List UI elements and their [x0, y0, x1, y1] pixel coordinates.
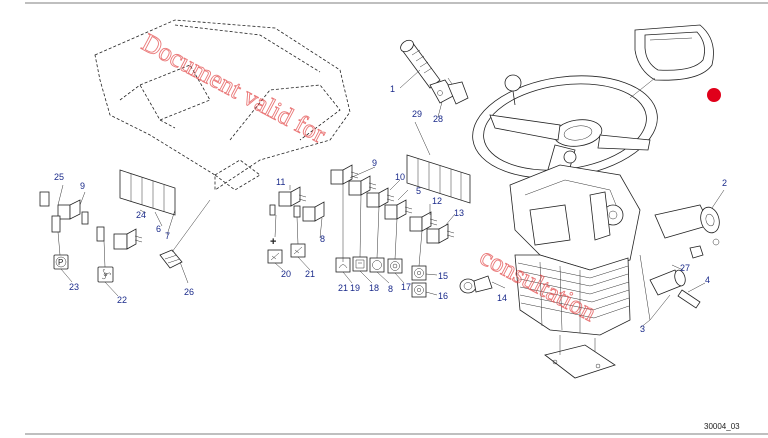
switch-panel-right	[406, 154, 471, 204]
steering-column	[509, 164, 641, 271]
callout-23: 23	[69, 282, 79, 292]
callout-8b: 8	[388, 284, 393, 294]
rocker-switches-left	[39, 191, 143, 250]
callout-9a: 9	[80, 181, 85, 191]
callout-12: 12	[432, 196, 442, 206]
callout-numbers: 1 2 3 4 5 6 7 8 8 9 9 10 11 12 13 14 15 …	[54, 84, 727, 334]
callout-21a: 21	[305, 269, 315, 279]
figure-reference: 30004_03	[704, 422, 740, 431]
watermark-line1: Document valid for	[137, 28, 331, 149]
callout-22: 22	[117, 295, 127, 305]
control-lever	[399, 39, 469, 118]
callout-16: 16	[438, 291, 448, 301]
callout-1: 1	[390, 84, 395, 94]
callout-7: 7	[165, 231, 170, 241]
connector-plug	[159, 199, 211, 284]
callout-17: 17	[401, 282, 411, 292]
steering-wheel	[472, 74, 658, 186]
switch-panel-left	[119, 169, 176, 216]
dashboard-cover	[94, 19, 351, 191]
callout-5: 5	[416, 186, 421, 196]
callout-11: 11	[276, 177, 285, 187]
callout-6: 6	[156, 224, 161, 234]
rotary-key-switch	[459, 275, 506, 294]
parking-symbol-letter: P	[58, 258, 63, 267]
ignition-switch	[654, 189, 725, 259]
leader-lines	[57, 121, 456, 239]
plus-symbol: +	[270, 236, 276, 248]
function-symbols-row	[335, 184, 438, 298]
callout-15: 15	[438, 271, 448, 281]
callout-24: 24	[136, 210, 146, 220]
rocker-switches-middle	[269, 186, 325, 222]
callout-21b: 21	[338, 283, 348, 293]
callout-26: 26	[184, 287, 194, 297]
parking-symbol: P	[53, 231, 73, 283]
column-base-plate	[544, 335, 616, 379]
callout-20: 20	[281, 269, 291, 279]
key-barrel	[649, 269, 706, 309]
callout-4: 4	[705, 275, 710, 285]
callout-3-leaders	[639, 254, 684, 329]
callout-29: 29	[412, 109, 422, 119]
fan-symbol	[97, 240, 119, 297]
callout-13: 13	[454, 208, 464, 218]
callout-10: 10	[395, 172, 405, 182]
callout-8a: 8	[320, 234, 325, 244]
callout-3: 3	[640, 324, 645, 334]
callout-19: 19	[350, 283, 360, 293]
function-symbols-21: +	[267, 214, 311, 271]
callout-14: 14	[497, 293, 507, 303]
callout-18: 18	[369, 283, 379, 293]
callout-27: 27	[680, 263, 690, 273]
callout-9b: 9	[372, 158, 377, 168]
callout-25: 25	[54, 172, 64, 182]
rocker-switches-right	[330, 164, 455, 244]
column-boot	[514, 254, 631, 336]
highlight-marker	[707, 88, 721, 102]
steering-cap-cover	[629, 24, 714, 99]
callout-2: 2	[722, 178, 727, 188]
callout-28: 28	[433, 114, 443, 124]
